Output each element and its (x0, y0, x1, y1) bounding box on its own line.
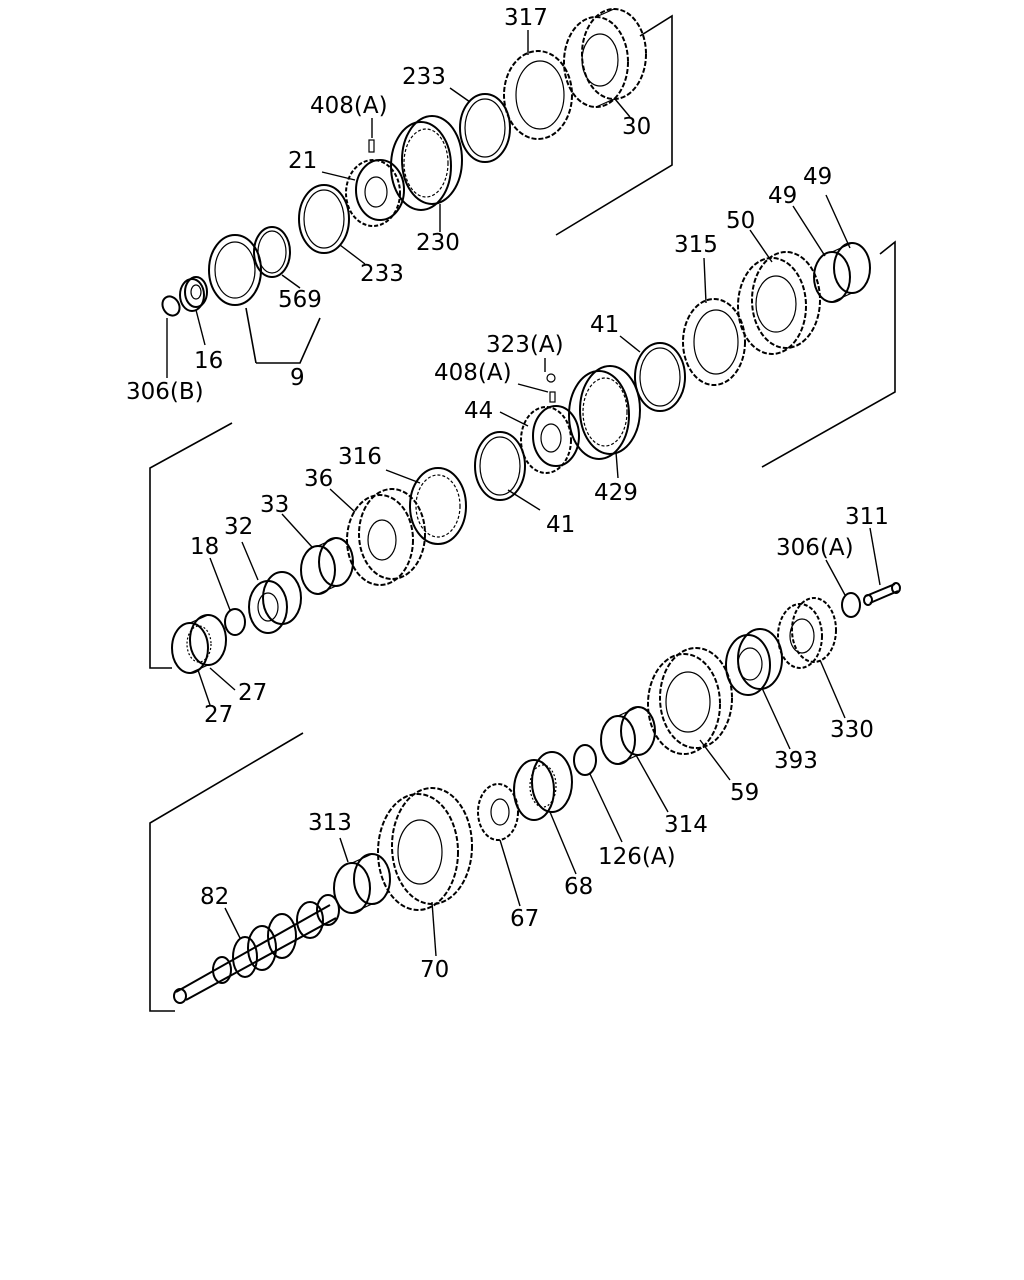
label-33: 33 (260, 492, 289, 518)
part-82-mainshaft (173, 894, 340, 1004)
part-429-sleeve (568, 365, 641, 460)
part-569-ring (253, 226, 291, 278)
part-21-hub (345, 139, 405, 227)
label-30: 30 (622, 114, 651, 140)
part-330-gear (777, 597, 837, 669)
part-68-sleeve (513, 751, 573, 821)
label-330: 330 (830, 717, 874, 743)
part-44-hub (520, 373, 580, 474)
part-33-needle-bearing (300, 537, 354, 595)
part-70-gear (377, 787, 473, 911)
label-49-right: 49 (803, 164, 832, 190)
label-314: 314 (664, 812, 708, 838)
part-18-snap-ring (224, 608, 246, 636)
label-315: 315 (674, 232, 718, 258)
label-70: 70 (420, 957, 449, 983)
label-18: 18 (190, 534, 219, 560)
label-306b: 306(B) (126, 379, 204, 405)
label-393: 393 (774, 748, 818, 774)
part-67-gear (477, 783, 519, 841)
label-317: 317 (504, 5, 548, 31)
part-314-needle-bearing (600, 706, 656, 765)
label-44: 44 (464, 398, 493, 424)
label-16: 16 (194, 348, 223, 374)
label-41-upper: 41 (590, 312, 619, 338)
leader-lines (166, 30, 881, 957)
label-569: 569 (278, 287, 322, 313)
label-323a: 323(A) (486, 332, 564, 358)
label-36: 36 (304, 466, 333, 492)
part-41-synchro-ring-lower (474, 431, 526, 501)
part-315-gear-ring (682, 298, 746, 386)
part-49-needle-bearing (813, 242, 871, 303)
part-32-collar (248, 571, 302, 634)
label-316: 316 (338, 444, 382, 470)
part-126a-snap-ring (573, 744, 597, 776)
part-393-collar (725, 628, 783, 696)
frame-lines (149, 14, 896, 1012)
label-27-right: 27 (238, 680, 267, 706)
part-233-synchro-ring-lower (298, 184, 350, 254)
label-41-lower: 41 (546, 512, 575, 538)
label-59: 59 (730, 780, 759, 806)
part-313-needle-bearing (333, 853, 391, 914)
part-27-needle-bearing (171, 614, 227, 674)
part-41-synchro-ring-upper (634, 342, 686, 412)
label-233-upper: 233 (402, 64, 446, 90)
label-233-lower: 233 (360, 261, 404, 287)
label-9: 9 (290, 365, 305, 391)
part-9-ring (208, 234, 262, 306)
part-316-gear-ring (409, 467, 467, 545)
label-311: 311 (845, 504, 889, 530)
label-68: 68 (564, 874, 593, 900)
label-82: 82 (200, 884, 229, 910)
label-313: 313 (308, 810, 352, 836)
label-27-left: 27 (204, 702, 233, 728)
label-230: 230 (416, 230, 460, 256)
label-408a-mid: 408(A) (434, 360, 512, 386)
part-306a-snap-ring (841, 592, 861, 618)
label-408a-top: 408(A) (310, 93, 388, 119)
part-50-gear (737, 251, 821, 355)
part-311-pin (863, 582, 901, 606)
label-32: 32 (224, 514, 253, 540)
label-49-left: 49 (768, 183, 797, 209)
label-50: 50 (726, 208, 755, 234)
callout-labels: 317 233 408(A) 21 30 230 233 569 16 9 30… (126, 5, 889, 983)
part-306b-snap-ring (161, 295, 181, 317)
label-429: 429 (594, 480, 638, 506)
label-306a: 306(A) (776, 535, 854, 561)
part-59-gear (647, 647, 733, 755)
part-30-helical-gear (563, 8, 647, 108)
label-126a: 126(A) (598, 844, 676, 870)
label-67: 67 (510, 906, 539, 932)
part-230-sleeve (390, 115, 463, 211)
part-233-synchro-ring-upper (459, 93, 511, 163)
label-21: 21 (288, 148, 317, 174)
part-317-gear-ring (503, 50, 573, 140)
part-36-gear (346, 488, 426, 586)
part-16-bearing (179, 276, 208, 312)
